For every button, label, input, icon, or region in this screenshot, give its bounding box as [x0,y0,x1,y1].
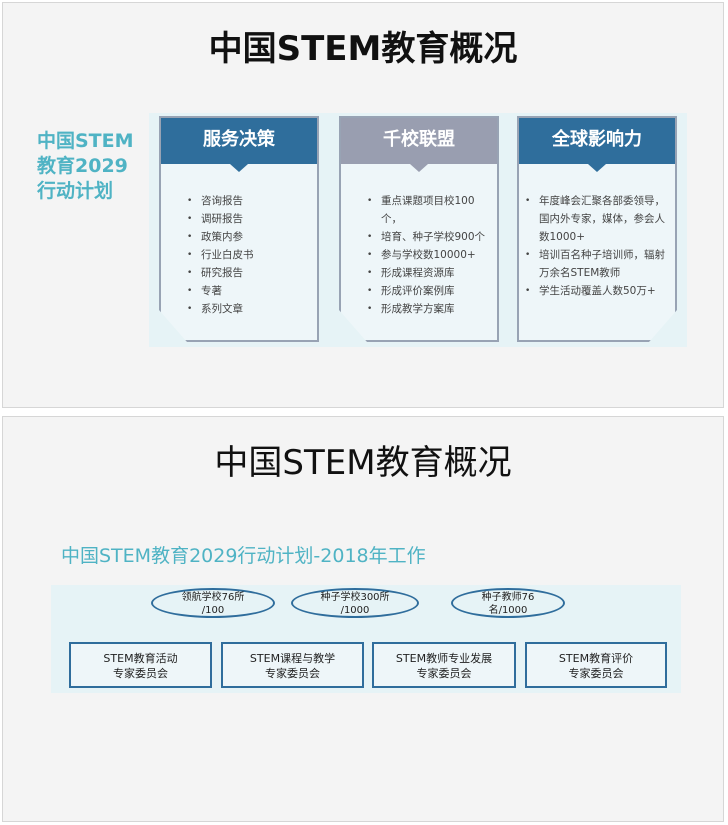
list-item: 咨询报告 [187,192,309,210]
list-item: 形成教学方案库 [367,300,489,318]
committee-text: 专家委员会 [416,667,472,680]
committee-text: STEM课程与教学 [249,652,336,665]
ellipse-seed-schools: 种子学校300所/1000 [291,588,419,618]
side-label-line: 教育2029 [37,155,128,177]
list-item: 重点课题项目校100个， [367,192,489,228]
list-item: 研究报告 [187,264,309,282]
committee-box: STEM教育活动专家委员会 [69,642,212,688]
ellipse-text: 种子教师76 [481,592,535,603]
card-service-decision: 服务决策 咨询报告 调研报告 政策内参 行业白皮书 研究报告 专著 系列文章 [159,116,319,342]
committee-text: STEM教育活动 [103,652,178,665]
diagram-band: 领航学校76所/100 种子学校300所/1000 种子教师76 名/1000 S… [51,585,681,693]
ellipse-text: /1000 [340,605,370,616]
card-title: 服务决策 [161,118,317,164]
committee-box: STEM教师专业发展专家委员会 [372,642,516,688]
list-item: 年度峰会汇聚各部委领导，国内外专家，媒体，参会人数1000+ [525,192,667,246]
cards-panel: 服务决策 咨询报告 调研报告 政策内参 行业白皮书 研究报告 专著 系列文章 千… [149,113,687,347]
committee-text: 专家委员会 [265,667,320,680]
ellipse-text: 领航学校76所 [181,592,245,603]
card-list: 重点课题项目校100个， 培育、种子学校900个 参与学校数10000+ 形成课… [341,164,497,318]
slide-title: 中国STEM教育概况 [214,443,512,483]
slide-1: 中国STEM教育概况 中国STEM 教育2029 行动计划 服务决策 咨询报告 … [2,2,724,408]
card-global-influence: 全球影响力 年度峰会汇聚各部委领导，国内外专家，媒体，参会人数1000+ 培训百… [517,116,677,342]
list-item: 学生活动覆盖人数50万+ [525,282,667,300]
card-list: 年度峰会汇聚各部委领导，国内外专家，媒体，参会人数1000+ 培训百名种子培训师… [519,164,675,300]
card-title: 全球影响力 [519,118,675,164]
slide-title: 中国STEM教育概况 [208,29,518,69]
ellipse-text: /100 [201,605,225,616]
committee-text: STEM教育评价 [558,652,634,665]
side-label-line: 行动计划 [37,180,114,202]
side-label-line: 中国STEM [37,130,134,152]
card-school-alliance: 千校联盟 重点课题项目校100个， 培育、种子学校900个 参与学校数10000… [339,116,499,342]
list-item: 政策内参 [187,228,309,246]
slide-2: 中国STEM教育概况 中国STEM教育2029行动计划-2018年工作 领航学校… [2,416,724,822]
list-item: 行业白皮书 [187,246,309,264]
list-item: 调研报告 [187,210,309,228]
committee-text: 专家委员会 [568,667,624,680]
list-item: 培训百名种子培训师，辐射万余名STEM教师 [525,246,667,282]
committee-text: 专家委员会 [113,667,168,680]
list-item: 培育、种子学校900个 [367,228,489,246]
card-list: 咨询报告 调研报告 政策内参 行业白皮书 研究报告 专著 系列文章 [161,164,317,318]
list-item: 专著 [187,282,309,300]
ellipse-text: 种子学校300所 [320,592,390,603]
ellipse-seed-teachers: 种子教师76 名/1000 [451,588,565,618]
committee-text: STEM教师专业发展 [395,652,493,665]
list-item: 形成评价案例库 [367,282,489,300]
ellipse-text: 名/1000 [488,605,528,616]
committee-box: STEM教育评价专家委员会 [525,642,667,688]
committee-box: STEM课程与教学专家委员会 [221,642,364,688]
slide-subtitle: 中国STEM教育2029行动计划-2018年工作 [61,545,426,567]
ellipse-pilot-schools: 领航学校76所/100 [151,588,275,618]
list-item: 形成课程资源库 [367,264,489,282]
list-item: 参与学校数10000+ [367,246,489,264]
card-title: 千校联盟 [341,118,497,164]
list-item: 系列文章 [187,300,309,318]
side-label: 中国STEM 教育2029 行动计划 [37,129,134,204]
